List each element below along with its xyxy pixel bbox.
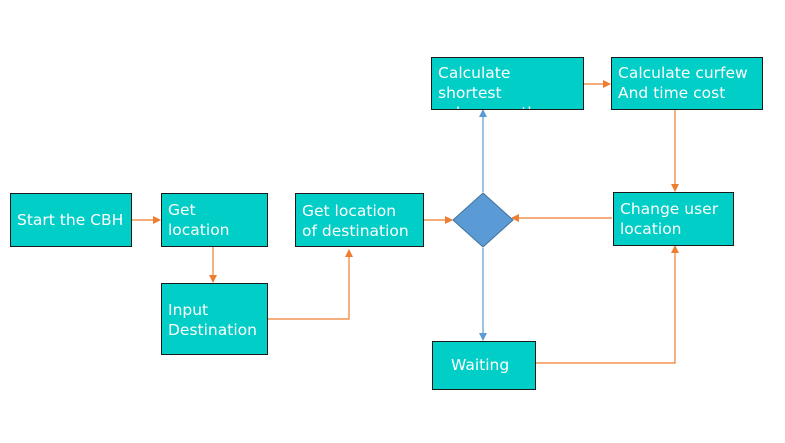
waiting-node-label: Waiting	[451, 356, 510, 374]
get-location-node: Get location	[161, 193, 268, 247]
arrow-waiting-to-change-location	[536, 245, 679, 364]
curfew-node-label: Calculate curfew And time cost	[618, 64, 748, 102]
curfew-node: Calculate curfew And time cost	[611, 57, 763, 110]
shortest-path-node: Calculate shortest subway path	[431, 57, 584, 110]
input-destination-node: Input Destination	[161, 283, 268, 355]
start-node: Start the CBH	[10, 193, 132, 247]
get-destination-node-label: Get location of destination	[302, 202, 409, 240]
get-location-node-label: Get location	[168, 201, 230, 239]
waiting-node: Waiting	[432, 341, 536, 390]
change-location-node-label: Change user location	[620, 200, 719, 238]
start-node-label: Start the CBH	[17, 211, 124, 229]
arrow-input-to-get-destination	[268, 249, 353, 320]
input-destination-node-label: Input Destination	[168, 301, 257, 339]
shortest-path-node-label: Calculate shortest subway path	[438, 64, 537, 109]
decision-diamond	[452, 192, 514, 248]
change-location-node: Change user location	[613, 192, 734, 246]
get-destination-node: Get location of destination	[295, 193, 424, 247]
